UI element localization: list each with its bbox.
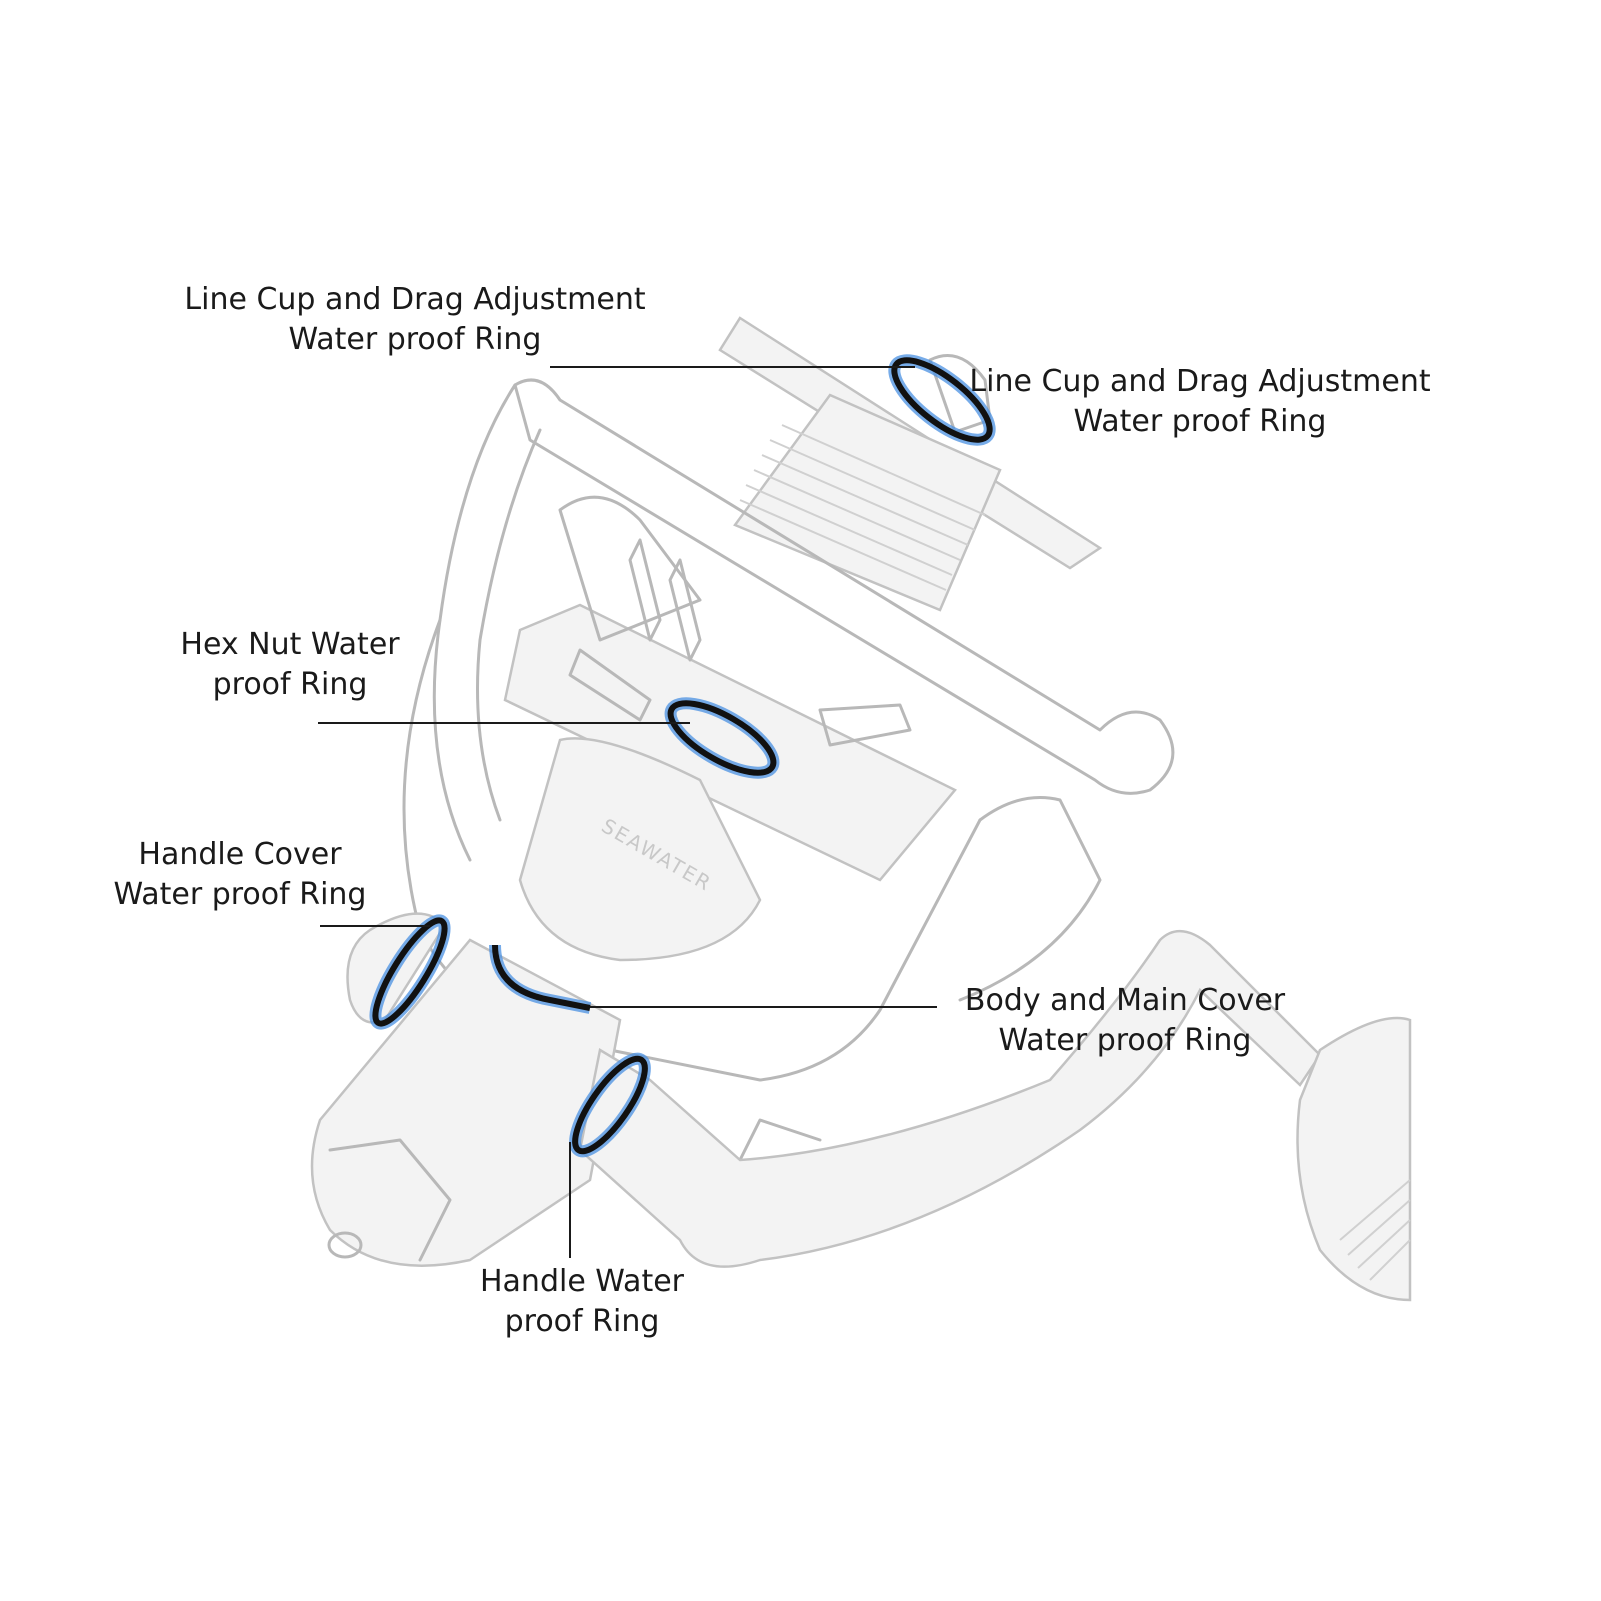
label-hex-nut-line2: proof Ring xyxy=(212,667,368,702)
label-line-cup-left: Line Cup and Drag Adjustment Water proof… xyxy=(175,280,655,360)
label-hex-nut-line1: Hex Nut Water xyxy=(180,627,400,662)
label-line-cup-right-line1: Line Cup and Drag Adjustment xyxy=(969,364,1431,399)
handle-arm-sketch xyxy=(578,930,1412,1302)
ring-handle xyxy=(569,1052,651,1158)
label-body-main-cover-line2: Water proof Ring xyxy=(998,1023,1252,1058)
label-handle-cover: Handle Cover Water proof Ring xyxy=(104,835,376,915)
label-body-main-cover-line1: Body and Main Cover xyxy=(964,983,1286,1018)
label-hex-nut: Hex Nut Water proof Ring xyxy=(170,625,410,705)
label-handle-line2: proof Ring xyxy=(504,1304,660,1339)
label-handle-line1: Handle Water xyxy=(479,1264,684,1299)
label-handle-cover-line2: Water proof Ring xyxy=(113,877,367,912)
ring-handle-cover xyxy=(369,914,451,1030)
rotor-sketch xyxy=(503,495,957,882)
label-handle: Handle Water proof Ring xyxy=(470,1262,694,1342)
ring-hex-nut xyxy=(664,697,780,779)
spool-sketch xyxy=(718,316,1103,612)
label-line-cup-right: Line Cup and Drag Adjustment Water proof… xyxy=(960,362,1440,442)
body-sketch xyxy=(310,618,1102,1267)
label-line-cup-right-line2: Water proof Ring xyxy=(1073,404,1327,439)
label-line-cup-left-line1: Line Cup and Drag Adjustment xyxy=(184,282,646,317)
ring-line-cup xyxy=(888,354,996,446)
label-handle-cover-line1: Handle Cover xyxy=(138,837,342,872)
label-line-cup-left-line2: Water proof Ring xyxy=(288,322,542,357)
label-body-main-cover: Body and Main Cover Water proof Ring xyxy=(955,981,1295,1061)
ring-body-main-cover xyxy=(489,944,592,1014)
